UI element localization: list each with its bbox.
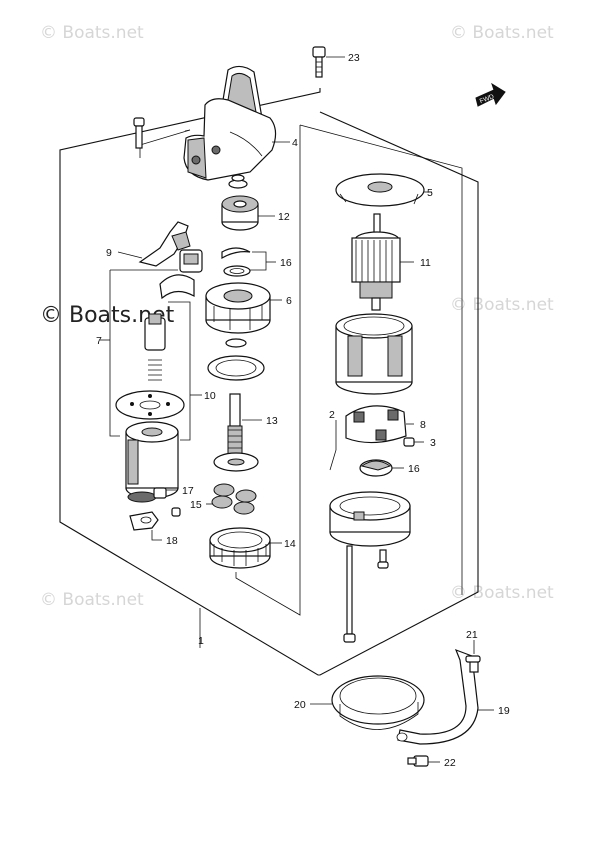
callout-10: 10 bbox=[204, 390, 216, 402]
watermark-top-left: © Boats.net bbox=[40, 23, 144, 43]
callout-8: 8 bbox=[420, 419, 426, 431]
part-11-armature bbox=[351, 213, 414, 311]
callout-23: 23 bbox=[348, 52, 360, 64]
callout-22: 22 bbox=[444, 757, 456, 769]
callout-18: 18 bbox=[166, 535, 178, 547]
callout-1: 1 bbox=[198, 635, 204, 647]
callout-2: 2 bbox=[329, 409, 335, 421]
callout-6: 6 bbox=[286, 295, 292, 307]
part-15-planet-gears bbox=[206, 483, 257, 515]
callout-4: 4 bbox=[292, 137, 298, 149]
watermark-mid-right: © Boats.net bbox=[450, 295, 554, 315]
part-8-brush-holder bbox=[329, 405, 414, 471]
callout-5: 5 bbox=[427, 187, 433, 199]
part-12-pinion bbox=[221, 195, 275, 231]
end-cover-screw bbox=[377, 549, 389, 569]
callout-9: 9 bbox=[106, 247, 112, 259]
part-3-screw bbox=[403, 437, 424, 447]
callout-7: 7 bbox=[96, 335, 102, 347]
part-18-clamp bbox=[129, 511, 162, 541]
part-13-shaft bbox=[213, 393, 262, 472]
assembly-outline bbox=[59, 88, 479, 676]
part-23-bolt bbox=[312, 46, 345, 78]
callout-21: 21 bbox=[466, 629, 478, 641]
part-22-bolt bbox=[407, 755, 440, 767]
callout-15: 15 bbox=[190, 499, 202, 511]
small-nut-icon bbox=[171, 507, 181, 517]
fwd-arrow-icon: FWD bbox=[475, 82, 506, 107]
watermark-bottom-right: © Boats.net bbox=[450, 583, 554, 603]
callout-13: 13 bbox=[266, 415, 278, 427]
callout-12: 12 bbox=[278, 211, 290, 223]
fwd-label: FWD bbox=[479, 93, 496, 105]
part-6-gear-housing bbox=[205, 282, 282, 334]
callout-3: 3 bbox=[430, 437, 436, 449]
part-16-washer-right bbox=[359, 459, 404, 477]
callout-20: 20 bbox=[294, 699, 306, 711]
motor-yoke-right bbox=[335, 313, 413, 395]
callout-16-top: 16 bbox=[280, 257, 292, 269]
callout-16-right: 16 bbox=[408, 463, 420, 475]
part-17-nut bbox=[153, 487, 178, 499]
part-10-leader bbox=[168, 301, 191, 441]
watermark-top-right: © Boats.net bbox=[450, 23, 554, 43]
end-cover bbox=[329, 491, 411, 547]
part-9-lever bbox=[117, 221, 191, 267]
through-bolt bbox=[343, 545, 356, 643]
part-16-clips bbox=[221, 247, 276, 277]
part-20-cover bbox=[310, 675, 425, 730]
part-21-bolt bbox=[465, 640, 481, 673]
callout-19: 19 bbox=[498, 705, 510, 717]
part-14-ring-gear bbox=[209, 527, 282, 569]
callout-14: 14 bbox=[284, 538, 296, 550]
part-7-components bbox=[100, 249, 203, 437]
small-ring-icon bbox=[231, 174, 245, 182]
watermark-bottom-left: © Boats.net bbox=[40, 590, 144, 610]
part-4-housing bbox=[183, 65, 290, 181]
gasket-ring-icon bbox=[207, 355, 265, 381]
bolt-housing-icon bbox=[133, 117, 145, 149]
callout-11: 11 bbox=[420, 257, 431, 269]
part-5-plate bbox=[335, 173, 432, 207]
callout-17: 17 bbox=[182, 485, 194, 497]
small-washer-icon bbox=[225, 338, 247, 348]
